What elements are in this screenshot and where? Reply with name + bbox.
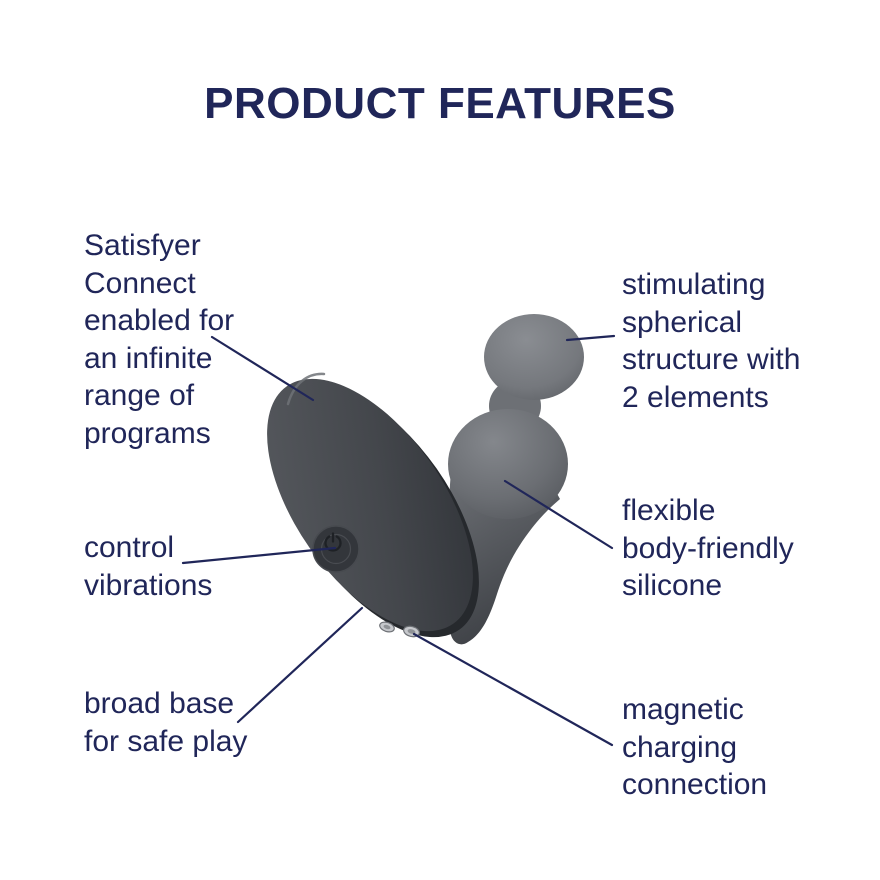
callout-spherical-structure: stimulating spherical structure with 2 e… (622, 268, 801, 414)
power-button (312, 525, 360, 573)
callout-magnetic-charging: magnetic charging connection (622, 693, 768, 801)
product-base-edge-highlight (286, 372, 326, 406)
callout-control-vibrations: control vibrations (84, 531, 213, 602)
product-sphere-lower (448, 409, 568, 519)
product-sphere-upper (484, 314, 584, 400)
product-base (267, 378, 473, 632)
page-title: PRODUCT FEATURES (204, 79, 676, 128)
callout-line-spheres (565, 334, 616, 342)
callout-line-silicone (503, 479, 614, 550)
power-icon (324, 532, 342, 552)
callout-line-charging (412, 632, 614, 747)
callout-line-vibrations (181, 546, 337, 565)
callout-line-broad-base (236, 606, 364, 724)
callout-line-connect (210, 335, 315, 402)
callout-flexible-silicone: flexible body-friendly silicone (622, 494, 794, 602)
callout-satisfyer-connect: Satisfyer Connect enabled for an infinit… (84, 229, 235, 450)
callout-broad-base: broad base for safe play (84, 687, 248, 758)
